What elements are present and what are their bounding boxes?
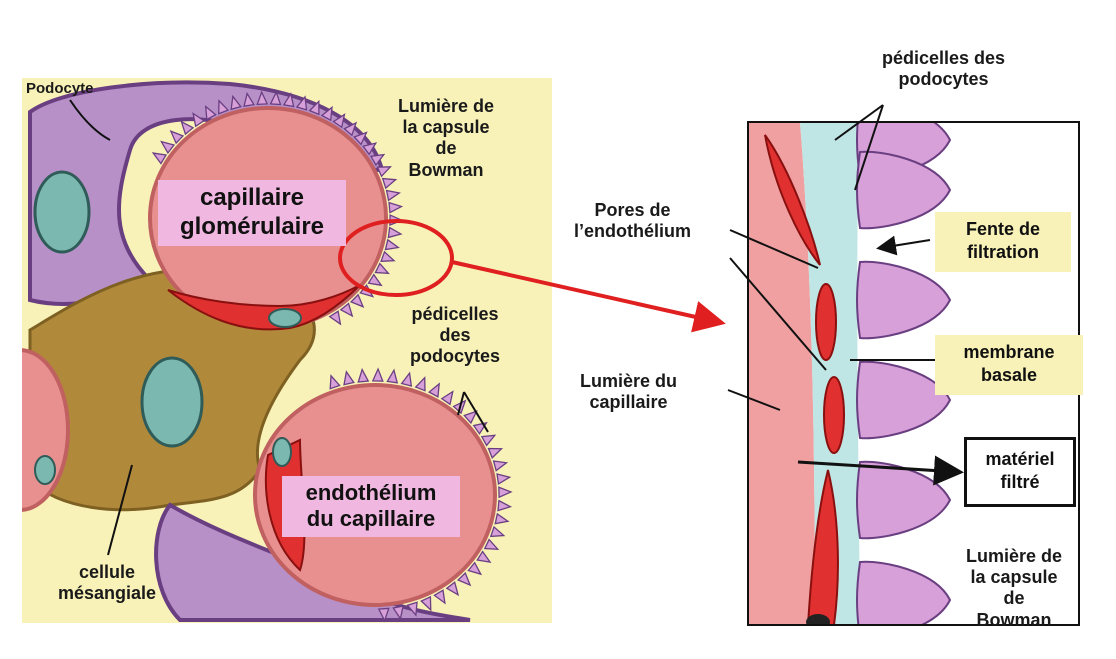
label-pedicels-line-2: des xyxy=(410,325,500,346)
endothelial-nucleus-bottom xyxy=(273,438,291,466)
label-filtration-slit: Fente de filtration xyxy=(935,212,1071,272)
label-bowman-right-line-3: de xyxy=(966,588,1062,609)
capillary-lumen-zoom xyxy=(748,122,815,625)
endothelial-segment-2 xyxy=(816,284,836,360)
label-podocyte: Podocyte xyxy=(26,80,94,98)
label-bowman-right-line-2: la capsule xyxy=(966,567,1062,588)
endothelial-nucleus-top xyxy=(269,309,301,327)
label-capillary-lumen-line-2: capillaire xyxy=(580,392,677,413)
label-pores-line-2: l’endothélium xyxy=(574,221,691,242)
label-endothelium: endothélium du capillaire xyxy=(282,476,460,537)
endothelial-nucleus-zoom xyxy=(806,614,830,630)
label-glomerular-line-1: capillaire xyxy=(166,184,338,213)
label-basement-line-1: membrane xyxy=(935,341,1083,364)
label-bowman-line-3: de xyxy=(398,138,494,159)
label-bowman-lumen-left: Lumière de la capsule de Bowman xyxy=(398,96,494,181)
endothelial-nucleus-left xyxy=(35,456,55,484)
label-pedicels-line-3: podocytes xyxy=(410,346,500,367)
label-bowman-right-line-4: Bowman xyxy=(966,610,1062,631)
label-mesangial-line-1: cellule xyxy=(58,562,156,583)
endothelial-segment-3 xyxy=(824,377,844,453)
label-mesangial-line-2: mésangiale xyxy=(58,583,156,604)
label-pedicels-left: pédicelles des podocytes xyxy=(410,304,500,368)
label-bowman-line-4: Bowman xyxy=(398,160,494,181)
label-basement-line-2: basale xyxy=(935,364,1083,387)
label-pores-line-1: Pores de xyxy=(574,200,691,221)
label-pedicels-right-line-2: podocytes xyxy=(882,69,1005,90)
label-capillary-lumen: Lumière du capillaire xyxy=(580,371,677,413)
label-bowman-line-1: Lumière de xyxy=(398,96,494,117)
label-pedicels-right-line-1: pédicelles des xyxy=(882,48,1005,69)
label-pedicels-right: pédicelles des podocytes xyxy=(882,48,1005,90)
label-bowman-line-2: la capsule xyxy=(398,117,494,138)
label-bowman-lumen-right: Lumière de la capsule de Bowman xyxy=(966,546,1062,631)
label-basement-membrane: membrane basale xyxy=(935,335,1083,395)
label-bowman-right-line-1: Lumière de xyxy=(966,546,1062,567)
label-endothelium-line-1: endothélium xyxy=(290,480,452,506)
label-mesangial-cell: cellule mésangiale xyxy=(58,562,156,604)
podocyte-nucleus xyxy=(35,172,89,252)
label-pedicels-line-1: pédicelles xyxy=(410,304,500,325)
label-slit-line-2: filtration xyxy=(935,241,1071,264)
label-capillary-lumen-line-1: Lumière du xyxy=(580,371,677,392)
label-glomerular-capillary: capillaire glomérulaire xyxy=(158,180,346,246)
label-endothelial-pores: Pores de l’endothélium xyxy=(574,200,691,242)
label-endothelium-line-2: du capillaire xyxy=(290,506,452,532)
mesangial-nucleus xyxy=(142,358,202,446)
label-slit-line-1: Fente de xyxy=(935,218,1071,241)
label-filtered-line-2: filtré xyxy=(967,471,1073,494)
label-filtered-line-1: matériel xyxy=(967,448,1073,471)
label-filtered-material: matériel filtré xyxy=(964,437,1076,507)
label-glomerular-line-2: glomérulaire xyxy=(166,213,338,242)
